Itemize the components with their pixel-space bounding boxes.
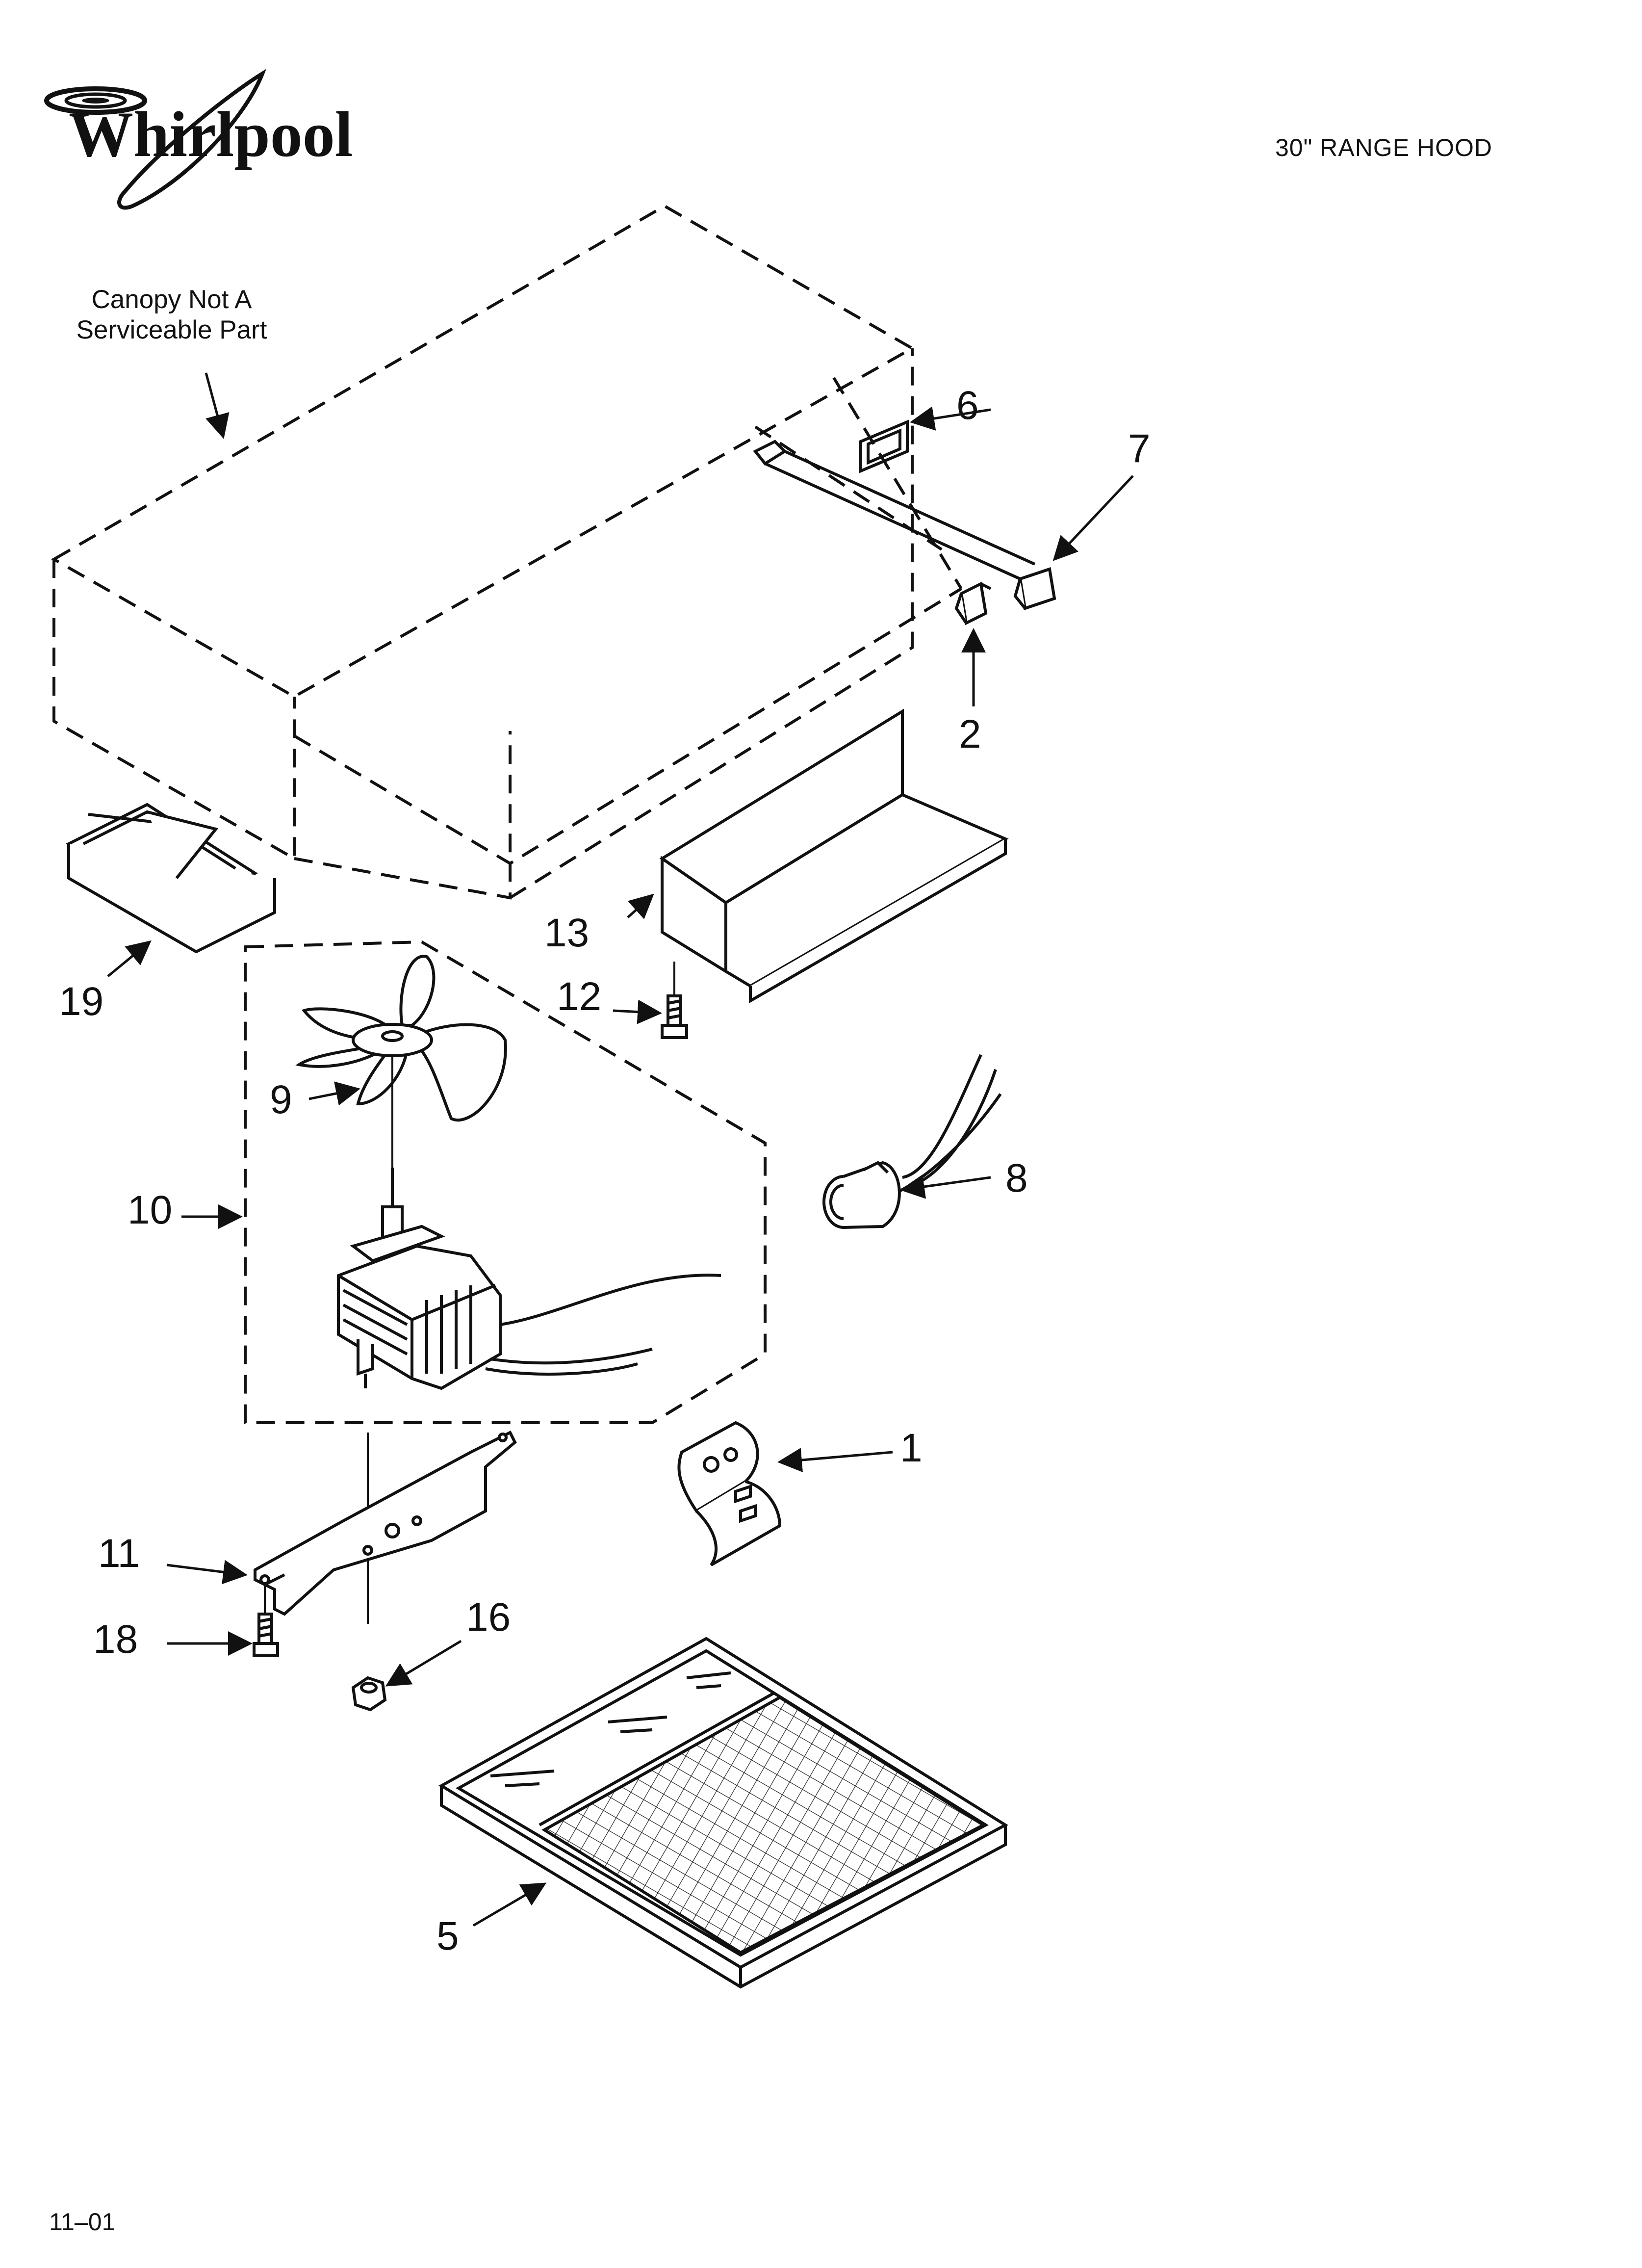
canopy-note: Canopy Not A Serviceable Part xyxy=(76,285,267,344)
callout-10: 10 xyxy=(128,1188,173,1232)
canopy-outline xyxy=(51,204,963,900)
rocker-switch-icon xyxy=(1013,567,1056,610)
screw-icon xyxy=(661,962,688,1039)
callout-11: 11 xyxy=(98,1531,140,1576)
callout-18: 18 xyxy=(93,1617,138,1662)
leader-lines xyxy=(107,372,1134,1927)
callout-8: 8 xyxy=(1005,1156,1028,1200)
screw-icon xyxy=(253,1585,279,1657)
motor-icon xyxy=(337,1168,721,1390)
callout-7: 7 xyxy=(1128,426,1151,471)
motor-bracket-icon xyxy=(254,1430,517,1624)
lamp-socket-icon xyxy=(822,1054,1002,1229)
motor-assembly-outline xyxy=(244,940,767,1424)
damper-icon xyxy=(66,803,276,954)
callout-1: 1 xyxy=(900,1426,923,1470)
lamp-lens-icon xyxy=(859,419,909,473)
mounting-bracket-icon xyxy=(677,1421,782,1566)
switch-bracket xyxy=(753,440,1036,580)
footer-code: 11–01 xyxy=(49,2208,116,2236)
callout-9: 9 xyxy=(270,1077,292,1122)
whirlpool-logo: Whirlpool xyxy=(44,69,353,210)
rocker-switch-icon xyxy=(954,581,992,626)
fan-blade-icon xyxy=(295,955,507,1168)
grease-filter-icon xyxy=(438,1637,1008,1989)
callout-16: 16 xyxy=(466,1595,511,1640)
callout-13: 13 xyxy=(544,911,590,955)
control-panel-icon xyxy=(659,708,1009,1004)
callout-5: 5 xyxy=(436,1914,459,1958)
callout-19: 19 xyxy=(59,979,104,1024)
page-title: 30" RANGE HOOD xyxy=(1275,134,1492,161)
nut-icon xyxy=(351,1676,387,1712)
callout-12: 12 xyxy=(557,974,602,1019)
callout-2: 2 xyxy=(959,712,981,756)
callout-6: 6 xyxy=(956,383,979,428)
